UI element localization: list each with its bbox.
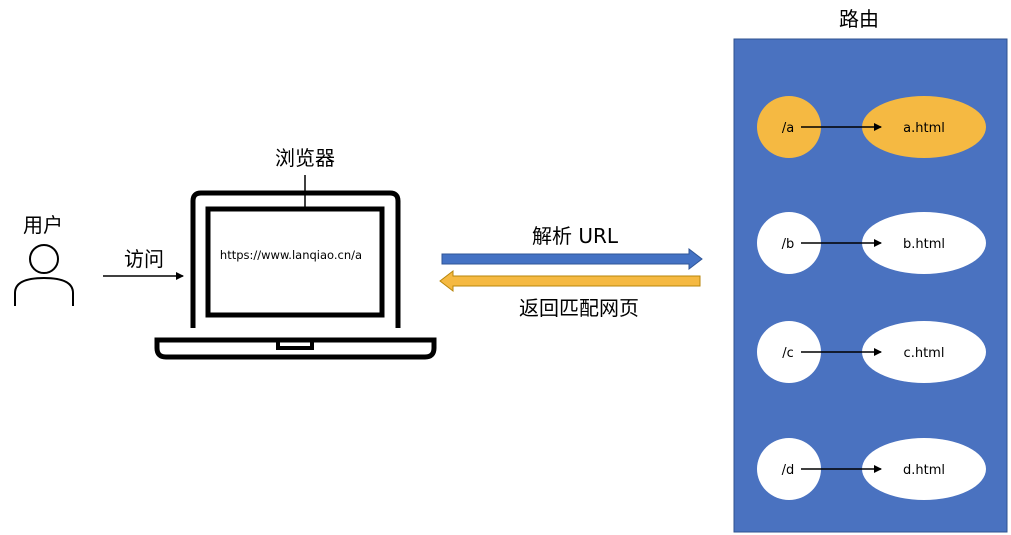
route-page-label: b.html [903, 237, 945, 252]
laptop-icon [154, 190, 437, 360]
route-page-label: d.html [903, 463, 945, 478]
route-page-node [862, 96, 986, 158]
route-path-node [757, 96, 821, 158]
parse-url-arrow [441, 247, 703, 271]
route-page-label: c.html [904, 346, 945, 361]
person-icon [14, 244, 74, 306]
route-page-node [862, 438, 986, 500]
route-item: /c c.html [757, 321, 986, 383]
route-path-node [757, 438, 821, 500]
route-path-label: /b [782, 237, 795, 252]
url-text: https://www.lanqiao.cn/a [220, 248, 362, 262]
route-page-node [862, 321, 986, 383]
router-title: 路由 [839, 7, 879, 31]
browser-label: 浏览器 [275, 146, 335, 170]
route-path-node [757, 321, 821, 383]
route-page-label: a.html [903, 121, 945, 136]
route-list: /a a.html/b b.html/c c.html/d d.html [757, 96, 986, 500]
route-item: /d d.html [757, 438, 986, 500]
route-path-label: /c [782, 346, 794, 361]
route-item: /b b.html [757, 212, 986, 274]
route-page-node [862, 212, 986, 274]
route-path-label: /d [782, 463, 795, 478]
return-label: 返回匹配网页 [519, 296, 639, 320]
browser-screen [205, 206, 385, 318]
return-page-arrow [439, 269, 701, 293]
parse-label: 解析 URL [532, 224, 619, 248]
access-label: 访问 [124, 247, 164, 271]
route-path-label: /a [782, 121, 794, 136]
route-path-node [757, 212, 821, 274]
route-item: /a a.html [757, 96, 986, 158]
user-label: 用户 [23, 213, 63, 237]
